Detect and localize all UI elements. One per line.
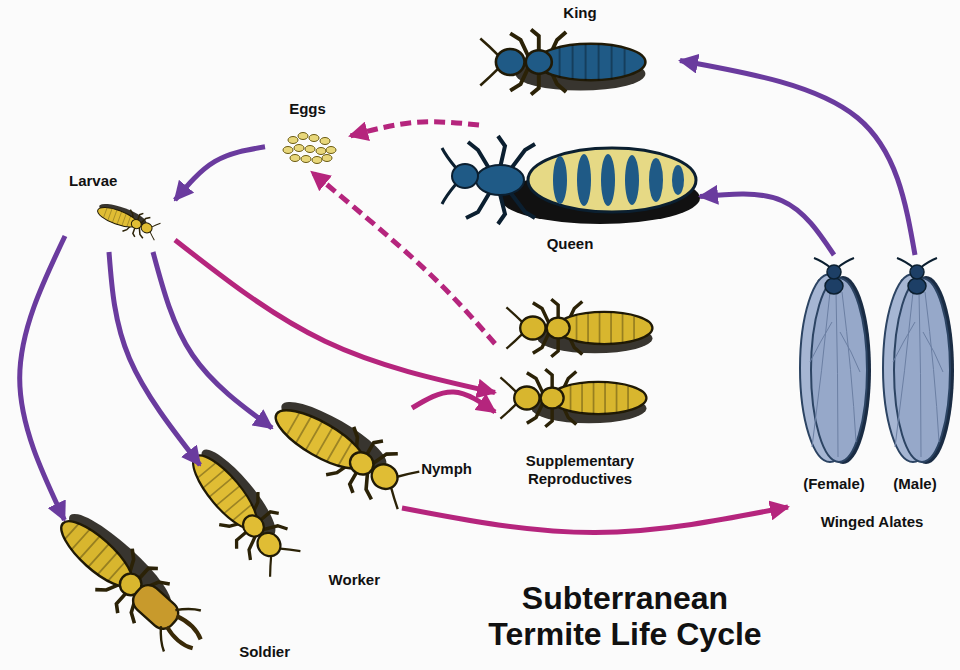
stage-label: Winged Alates bbox=[788, 513, 956, 531]
termite-illustration bbox=[309, 135, 319, 142]
cycle-arrow bbox=[175, 147, 265, 200]
larvae-stage: Larvae bbox=[65, 172, 175, 252]
cycle-arrow bbox=[700, 194, 834, 255]
termite-illustration bbox=[322, 155, 332, 162]
king-stage: King bbox=[480, 0, 680, 110]
termite-illustration bbox=[883, 258, 954, 464]
stage-label: Queen bbox=[440, 235, 700, 253]
stage-label: Worker bbox=[180, 571, 380, 589]
termite-illustration bbox=[326, 147, 336, 154]
termite-illustration bbox=[528, 148, 696, 212]
stage-label: Larvae bbox=[69, 172, 175, 190]
termite-illustration bbox=[320, 138, 330, 145]
alates-group: (Female)(Male) Winged Alates bbox=[788, 255, 956, 535]
termite-illustration bbox=[480, 30, 645, 95]
cycle-arrow bbox=[680, 61, 915, 256]
termite-illustration bbox=[93, 198, 161, 243]
termite-illustration bbox=[305, 146, 315, 153]
termite-illustration bbox=[625, 155, 639, 205]
termite-illustration bbox=[442, 136, 700, 224]
termite-illustration bbox=[288, 137, 298, 144]
termite-illustration bbox=[577, 154, 591, 206]
cycle-arrow bbox=[153, 252, 272, 428]
termite-illustration bbox=[290, 155, 300, 162]
male-alate: (Male) bbox=[876, 255, 954, 495]
soldier-stage: Soldier bbox=[50, 520, 290, 665]
stage-label: (Female) bbox=[792, 475, 876, 493]
termite-illustration bbox=[298, 133, 308, 140]
stage-label: King bbox=[480, 4, 680, 22]
cycle-arrow bbox=[20, 236, 65, 520]
queen-stage: Queen bbox=[440, 125, 700, 255]
stage-label: Soldier bbox=[50, 643, 290, 661]
termite-illustration bbox=[301, 156, 311, 163]
termite-illustration bbox=[476, 165, 524, 195]
termite-illustration bbox=[553, 154, 684, 206]
cycle-arrow bbox=[312, 172, 495, 344]
stage-label: Nymph bbox=[272, 460, 472, 478]
female-alate: (Female) bbox=[792, 255, 876, 495]
termite-illustration bbox=[43, 501, 217, 666]
termite-illustration bbox=[312, 157, 322, 164]
termite-illustration bbox=[262, 388, 424, 516]
termite-illustration bbox=[283, 133, 336, 164]
stage-label: Supplementary Reproductives bbox=[495, 452, 665, 488]
nymph-stage: Nymph bbox=[272, 408, 472, 508]
diagram-title: Subterranean Termite Life Cycle bbox=[470, 580, 780, 652]
termite-illustration bbox=[283, 147, 293, 154]
termite-illustration bbox=[500, 369, 646, 427]
termite-illustration bbox=[601, 154, 615, 206]
cycle-arrow bbox=[350, 122, 479, 136]
termite-illustration bbox=[452, 164, 478, 188]
termite-illustration bbox=[316, 148, 326, 155]
termite-illustration bbox=[672, 165, 684, 195]
termite-illustration bbox=[649, 158, 663, 202]
termite-illustration bbox=[506, 299, 652, 357]
worker-stage: Worker bbox=[180, 465, 380, 595]
stage-label: (Male) bbox=[876, 475, 954, 493]
supplementary-stage: Supplementary Reproductives bbox=[495, 295, 665, 490]
stage-label: Eggs bbox=[265, 100, 350, 118]
termite-illustration bbox=[294, 145, 304, 152]
cycle-arrow bbox=[402, 507, 788, 533]
cycle-arrow bbox=[412, 392, 495, 412]
termite-illustration bbox=[800, 258, 871, 464]
cycle-arrow bbox=[109, 252, 200, 465]
termite-illustration bbox=[553, 156, 567, 204]
eggs-stage: Eggs bbox=[265, 100, 350, 172]
cycle-arrow bbox=[175, 240, 495, 393]
